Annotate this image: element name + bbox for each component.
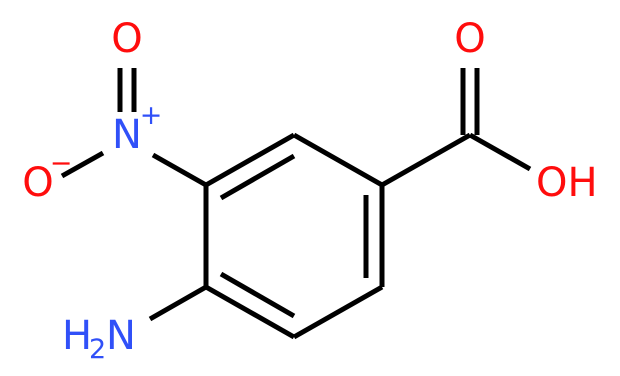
- bonds: [60, 68, 532, 340]
- bond-nitro-o-minus: [60, 150, 105, 179]
- bond-hydroxyl: [468, 132, 532, 172]
- carbonyl-oxygen-label: O: [454, 16, 485, 62]
- oxygen-top-label: O: [111, 16, 142, 62]
- bond-ring-c4-c5: [292, 284, 384, 340]
- bond-ring-nitro: [151, 152, 208, 188]
- bond-ring-c1-c2-inner: [219, 153, 296, 201]
- amino-hydrogen-label: H: [62, 313, 92, 359]
- bond-ring-c1-c2: [204, 132, 296, 188]
- oxygen-negative-charge: −: [50, 148, 73, 179]
- amino-subscript: 2: [89, 334, 106, 365]
- amino-nitrogen-label: N: [106, 313, 136, 359]
- hydroxyl-label: OH: [536, 160, 598, 206]
- atom-labels: O N + O − O OH H 2 N: [22, 16, 597, 365]
- nitro-positive-charge: +: [140, 100, 163, 131]
- bond-ring-c2-c3: [292, 132, 384, 188]
- oxygen-minus-label: O: [22, 160, 53, 206]
- nitro-nitrogen-label: N: [112, 112, 142, 158]
- bond-ring-c5-c6: [204, 284, 296, 340]
- bond-ring-carboxyl: [380, 132, 472, 188]
- bond-ring-amino: [148, 284, 208, 322]
- bond-ring-c5-c6-inner: [219, 271, 296, 319]
